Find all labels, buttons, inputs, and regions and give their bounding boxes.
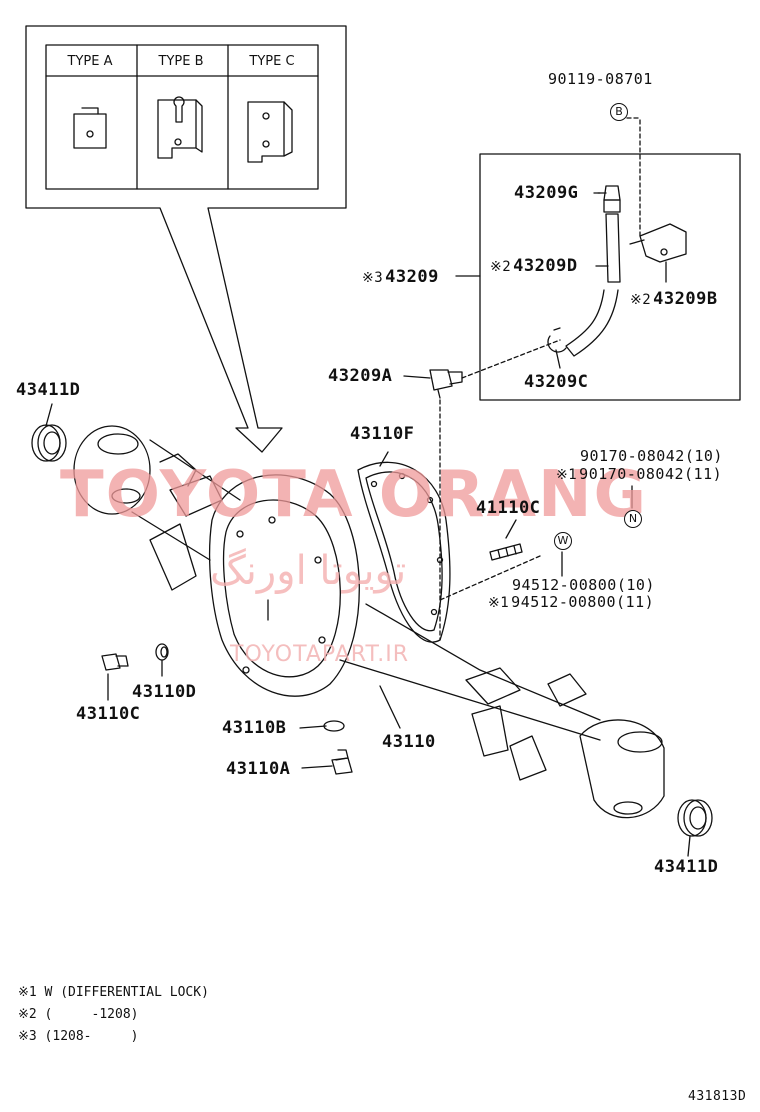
watermark-persian: تويوتا اورنگ: [210, 548, 407, 594]
type-a-bracket: [73, 107, 107, 149]
label-43209a: 43209A: [328, 366, 393, 386]
type-b-header: TYPE B: [158, 54, 204, 69]
footnote-3: ※3 (1208- ): [18, 1029, 139, 1044]
label-94512-10: 94512-00800(10): [512, 576, 655, 594]
breather-union: [429, 369, 463, 399]
breather-hose: [565, 289, 619, 357]
label-43110a: 43110A: [226, 759, 291, 779]
callout-n: N: [624, 510, 642, 528]
label-43110c: 43110C: [76, 704, 141, 724]
mark-3: ※3: [362, 270, 384, 286]
axle-housing: [73, 425, 665, 819]
mark-2: ※2: [490, 259, 512, 275]
footnote-1: ※1 W (DIFFERENTIAL LOCK): [18, 985, 209, 1000]
oil-seal-right: [677, 799, 713, 837]
label-43209c: 43209C: [524, 372, 589, 392]
diagram-code: 431813D: [688, 1089, 747, 1104]
breather-bracket: [629, 223, 687, 263]
type-table: [45, 44, 319, 190]
stud-bolt: [489, 543, 523, 561]
leader-lines: [45, 192, 691, 857]
type-inset-callout: [25, 25, 347, 453]
label-90170-10: 90170-08042(10): [580, 447, 723, 465]
mark-1: ※1: [556, 467, 578, 483]
hose-clamp: [547, 335, 567, 353]
label-43110f: 43110F: [350, 424, 415, 444]
breather-tube: [605, 213, 621, 283]
breather-cap: [597, 185, 621, 213]
plug-gasket: [323, 720, 345, 732]
label-43110b: 43110B: [222, 718, 287, 738]
label-43411d-right: 43411D: [654, 857, 719, 877]
callout-w: W: [554, 532, 572, 550]
mark-2b: ※2: [630, 292, 652, 308]
label-43209g: 43209G: [514, 183, 579, 203]
watermark-main: TOYOTA ORANG: [60, 458, 649, 532]
callout-b: B: [610, 103, 628, 121]
drain-plug: [331, 749, 353, 775]
type-c-header: TYPE C: [249, 54, 295, 69]
label-90119-08701: 90119-08701: [548, 70, 653, 88]
footnote-2: ※2 ( -1208): [18, 1007, 139, 1022]
oil-seal-left: [31, 424, 67, 462]
label-41110c: 41110C: [476, 498, 541, 518]
label-43110: 43110: [382, 732, 436, 752]
drain-washer: [155, 643, 169, 661]
mark-1b: ※1: [488, 595, 510, 611]
label-43110d: 43110D: [132, 682, 197, 702]
type-a-header: TYPE A: [67, 54, 113, 69]
housing-gasket: [357, 461, 451, 643]
filler-plug: [101, 653, 129, 671]
label-43411d-left: 43411D: [16, 380, 81, 400]
type-b-bracket: [157, 96, 203, 159]
breather-kit-frame: [479, 153, 741, 401]
type-c-bracket: [247, 101, 293, 163]
watermark-site: TOYOTAPART.IR: [230, 642, 410, 667]
